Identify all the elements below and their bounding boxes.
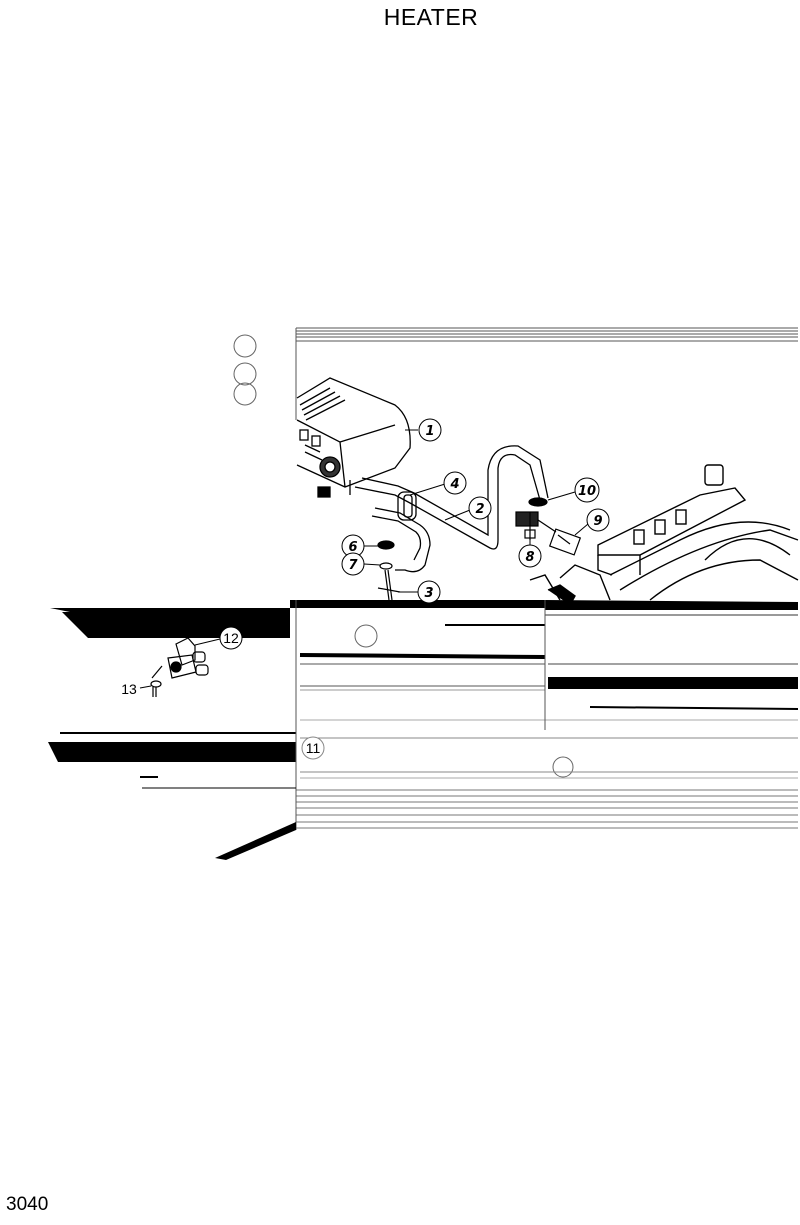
- engine-block: [529, 464, 799, 606]
- valve-assembly: [515, 497, 582, 556]
- water-valve-part: [150, 637, 209, 697]
- callout-13: 13: [121, 681, 152, 697]
- callout-3: 3: [398, 580, 441, 604]
- scan-artifact-lines-top: [295, 327, 798, 420]
- page-number: 3040: [6, 1194, 49, 1215]
- callout-1: 1: [405, 418, 442, 442]
- blank-callout-circles: [233, 334, 574, 778]
- callout-9: 9: [574, 508, 610, 536]
- scan-artifact-bands-middle: [48, 600, 799, 860]
- callout-7: 7: [341, 552, 381, 576]
- callout-11: 11: [301, 736, 325, 760]
- svg-text:8: 8: [525, 550, 534, 565]
- svg-text:12: 12: [223, 630, 239, 646]
- svg-text:3: 3: [424, 586, 433, 601]
- svg-text:9: 9: [593, 514, 602, 529]
- svg-text:11: 11: [306, 740, 321, 756]
- callout-4: 4: [409, 471, 467, 496]
- svg-text:13: 13: [121, 681, 137, 697]
- svg-text:1: 1: [425, 424, 434, 439]
- callout-2: 2: [444, 496, 492, 521]
- svg-text:2: 2: [475, 502, 484, 517]
- callout-6: 6: [341, 534, 378, 558]
- callout-10: 10: [547, 477, 600, 503]
- svg-text:7: 7: [348, 558, 358, 573]
- callout-8: 8: [518, 540, 542, 568]
- svg-text:10: 10: [578, 484, 596, 499]
- callout-12: 12: [194, 626, 243, 650]
- svg-text:6: 6: [348, 540, 357, 555]
- clamp-parts: [377, 540, 401, 601]
- heater-hose: [354, 445, 549, 573]
- svg-text:4: 4: [449, 477, 459, 492]
- heater-unit: [296, 377, 411, 498]
- page-title: HEATER: [383, 4, 479, 30]
